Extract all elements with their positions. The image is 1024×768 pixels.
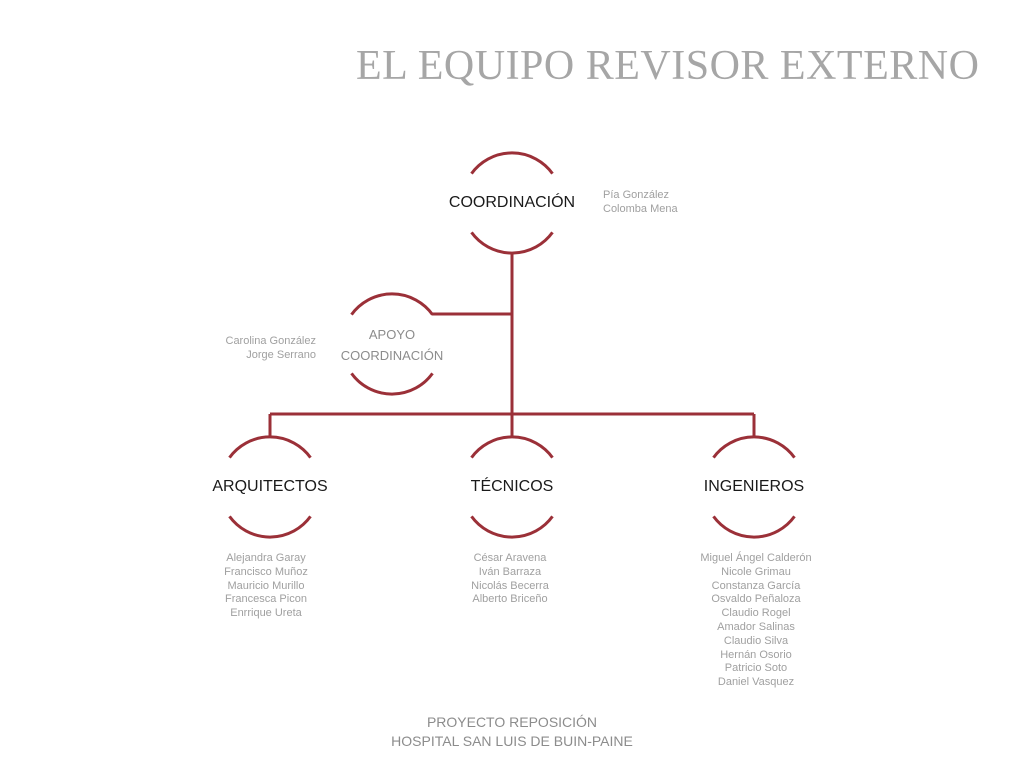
node-engineers-label: INGENIEROS xyxy=(703,478,805,495)
member-name: Amador Salinas xyxy=(717,620,795,633)
node-arc-coordination-top xyxy=(470,151,554,175)
node-technicians-label: TÉCNICOS xyxy=(470,478,554,495)
footer-project: PROYECTO REPOSICIÓN HOSPITAL SAN LUIS DE… xyxy=(391,713,633,751)
member-name: Nicolás Becerra xyxy=(471,579,549,592)
member-name: Claudio Silva xyxy=(723,634,789,647)
node-arc-architects-top xyxy=(228,435,312,459)
node-support-label: APOYO COORDINACIÓN xyxy=(341,324,444,366)
node-architects-label: ARQUITECTOS xyxy=(212,478,328,495)
member-name: Francisco Muñoz xyxy=(224,565,308,578)
node-arc-technicians-top xyxy=(470,435,554,459)
member-name: Jorge Serrano xyxy=(246,348,316,361)
member-name: Iván Barraza xyxy=(478,565,542,578)
member-name: Colomba Mena xyxy=(603,202,678,215)
node-arc-engineers-top xyxy=(712,435,796,459)
member-name: Francesca Picon xyxy=(225,593,307,606)
member-name: Constanza García xyxy=(711,579,801,592)
member-name: Enrrique Ureta xyxy=(230,607,302,620)
member-name: Osvaldo Peñaloza xyxy=(711,593,801,606)
member-name: Claudio Rogel xyxy=(721,607,791,620)
member-name: Miguel Ángel Calderón xyxy=(700,552,812,564)
node-support-label-line2: COORDINACIÓN xyxy=(340,348,444,363)
node-arc-coordination-bottom xyxy=(470,231,554,255)
node-arc-support-top xyxy=(350,292,434,316)
engineers-members: Miguel Ángel Calderón Nicole Grimau Cons… xyxy=(700,552,811,690)
node-support-label-line1: APOYO xyxy=(368,327,416,342)
footer-line1: PROYECTO REPOSICIÓN xyxy=(426,714,598,730)
member-name: Daniel Vasquez xyxy=(717,676,795,689)
member-name: Mauricio Murillo xyxy=(227,579,305,592)
member-name: Pía González xyxy=(603,189,670,201)
page-title: EL EQUIPO REVISOR EXTERNO xyxy=(356,43,980,89)
member-name: Alejandra Garay xyxy=(226,552,306,564)
node-arc-architects-bottom xyxy=(228,515,312,539)
member-name: Hernán Osorio xyxy=(720,648,792,661)
member-name: Nicole Grimau xyxy=(721,565,791,578)
footer-line2: HOSPITAL SAN LUIS DE BUIN-PAINE xyxy=(391,733,633,749)
architects-members: Alejandra Garay Francisco Muñoz Mauricio… xyxy=(224,552,308,621)
node-arc-technicians-bottom xyxy=(470,515,554,539)
node-coordination-label: COORDINACIÓN xyxy=(448,194,576,211)
member-name: César Aravena xyxy=(473,552,547,564)
technicians-members: César Aravena Iván Barraza Nicolás Becer… xyxy=(471,552,549,607)
node-arc-engineers-bottom xyxy=(712,515,796,539)
member-name: Carolina González xyxy=(225,335,317,347)
support-members: Carolina González Jorge Serrano xyxy=(226,335,317,363)
member-name: Alberto Briceño xyxy=(472,593,548,606)
node-arc-support-bottom xyxy=(350,372,434,396)
coordination-members: Pía González Colomba Mena xyxy=(603,189,678,217)
member-name: Patricio Soto xyxy=(724,662,788,675)
